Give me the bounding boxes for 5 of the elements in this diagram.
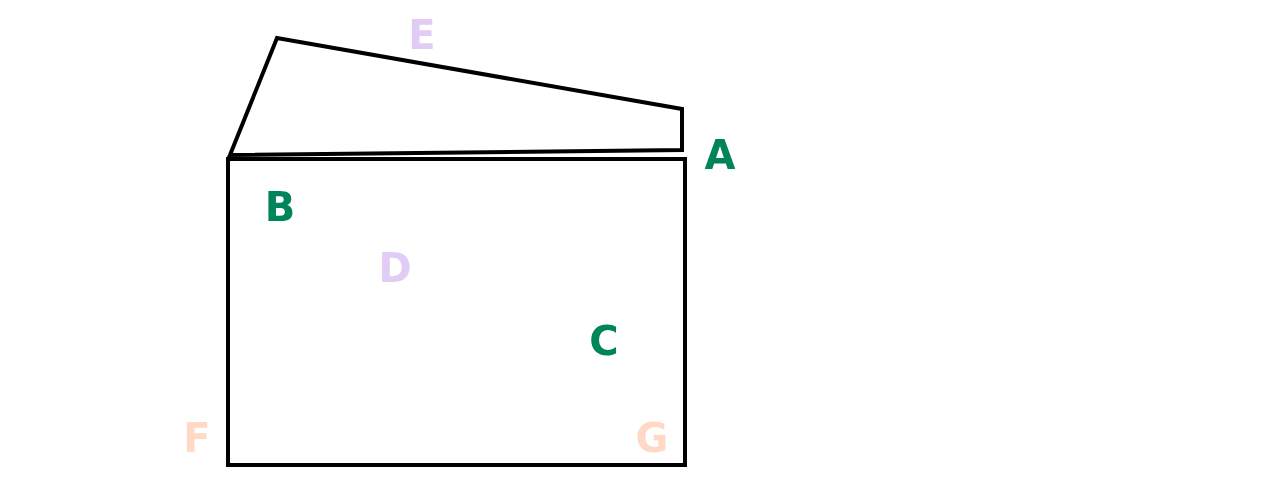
point-label: C — [589, 321, 619, 361]
point-label: G — [635, 418, 669, 458]
point-label: F — [183, 418, 211, 458]
point-label: A — [704, 135, 736, 175]
point-label: B — [264, 187, 296, 227]
